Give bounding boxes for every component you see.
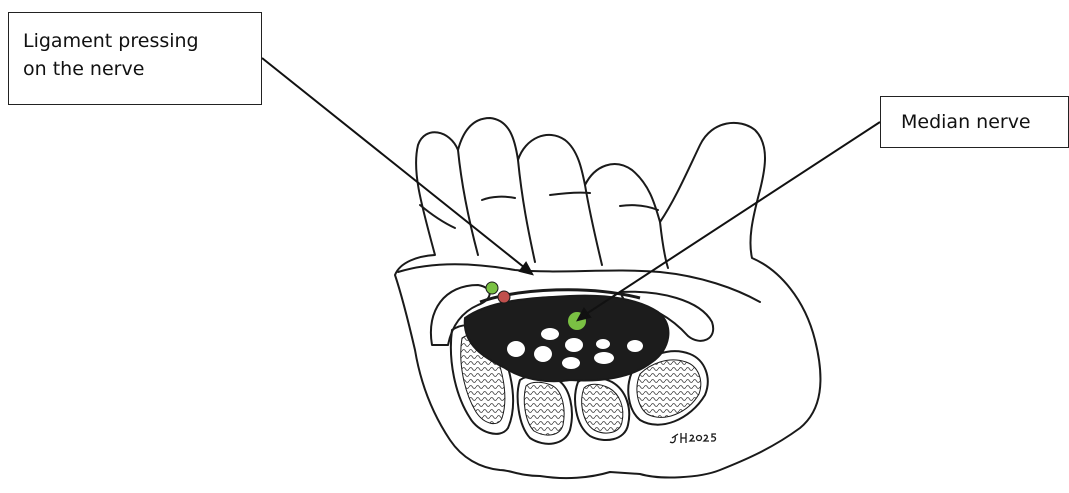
leader-lines (262, 58, 880, 320)
artist-signature (670, 433, 716, 443)
callout-median-nerve: Median nerve (880, 96, 1069, 148)
callout-ligament: Ligament pressing on the nerve (8, 12, 262, 105)
callout-ligament-line-1: Ligament pressing (23, 27, 261, 55)
ulnar-artery (498, 291, 510, 303)
callout-ligament-line-2: on the nerve (23, 55, 261, 83)
callout-median-label: Median nerve (901, 108, 1068, 136)
ulnar-nerve (486, 282, 498, 294)
